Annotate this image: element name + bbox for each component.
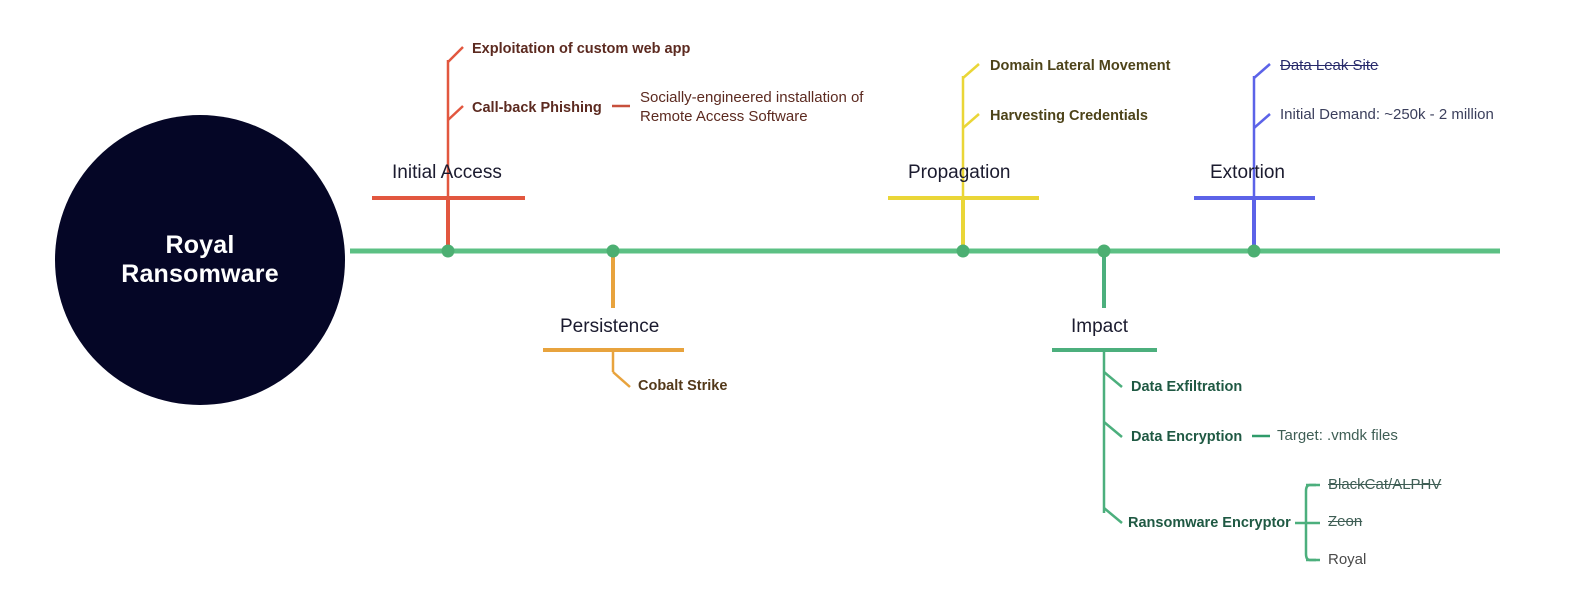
- stage-label-initial-access[interactable]: Initial Access: [392, 162, 502, 183]
- detail-callback-phishing-line1: Socially-engineered installation of: [640, 89, 864, 106]
- root-label-line2: Ransomware: [121, 260, 279, 288]
- extortion-stub-2: [1253, 113, 1271, 129]
- encryptor-bracket: [1304, 483, 1316, 562]
- spine-node-initial-access: [441, 244, 455, 258]
- detail-callback-phishing-line2: Remote Access Software: [640, 107, 808, 125]
- leaf-call-back-phishing[interactable]: Call-back Phishing: [472, 100, 602, 116]
- stage-label-persistence[interactable]: Persistence: [560, 316, 660, 337]
- detail-callback-phishing: Socially-engineered installation of Remo…: [640, 89, 863, 127]
- spine-node-extortion: [1247, 244, 1261, 258]
- leaf-cobalt-strike[interactable]: Cobalt Strike: [638, 378, 728, 394]
- extortion-stub-1: [1253, 63, 1271, 79]
- stage-label-propagation[interactable]: Propagation: [908, 162, 1011, 183]
- stage-label-impact[interactable]: Impact: [1071, 316, 1129, 337]
- variant-royal[interactable]: Royal: [1328, 551, 1367, 568]
- root-label-line1: Royal: [165, 231, 235, 259]
- initial-access-stub-1: [447, 46, 464, 63]
- initial-access-stub-2: [447, 105, 464, 121]
- leaf-exploitation-of-custom-web-app[interactable]: Exploitation of custom web app: [472, 41, 691, 57]
- leaf-data-exfiltration[interactable]: Data Exfiltration: [1131, 379, 1243, 395]
- propagation-stub-2: [962, 113, 980, 129]
- spine-node-propagation: [956, 244, 970, 258]
- leaf-data-encryption[interactable]: Data Encryption: [1131, 429, 1243, 445]
- variant-zeon[interactable]: Zeon: [1328, 513, 1363, 530]
- persistence-stub-1: [612, 371, 631, 388]
- spine-node-persistence: [606, 244, 620, 258]
- impact-stub-1: [1103, 371, 1123, 388]
- impact-stub-2: [1103, 421, 1123, 438]
- leaf-ransomware-encryptor[interactable]: Ransomware Encryptor: [1128, 515, 1291, 531]
- root-node-label: Royal Ransomware: [55, 115, 345, 405]
- variant-blackcat-alphv[interactable]: BlackCat/ALPHV: [1328, 476, 1442, 493]
- leaf-domain-lateral-movement[interactable]: Domain Lateral Movement: [990, 58, 1171, 74]
- leaf-harvesting-credentials[interactable]: Harvesting Credentials: [990, 108, 1148, 124]
- impact-stub-3: [1103, 507, 1123, 524]
- leaf-initial-demand[interactable]: Initial Demand: ~250k - 2 million: [1280, 106, 1494, 123]
- stage-label-extortion[interactable]: Extortion: [1210, 162, 1285, 183]
- propagation-stub-1: [962, 63, 980, 79]
- spine-node-impact: [1097, 244, 1111, 258]
- leaf-data-leak-site[interactable]: Data Leak Site: [1280, 57, 1379, 74]
- detail-data-encryption-target: Target: .vmdk files: [1277, 427, 1398, 444]
- root-node-circle[interactable]: [55, 115, 345, 405]
